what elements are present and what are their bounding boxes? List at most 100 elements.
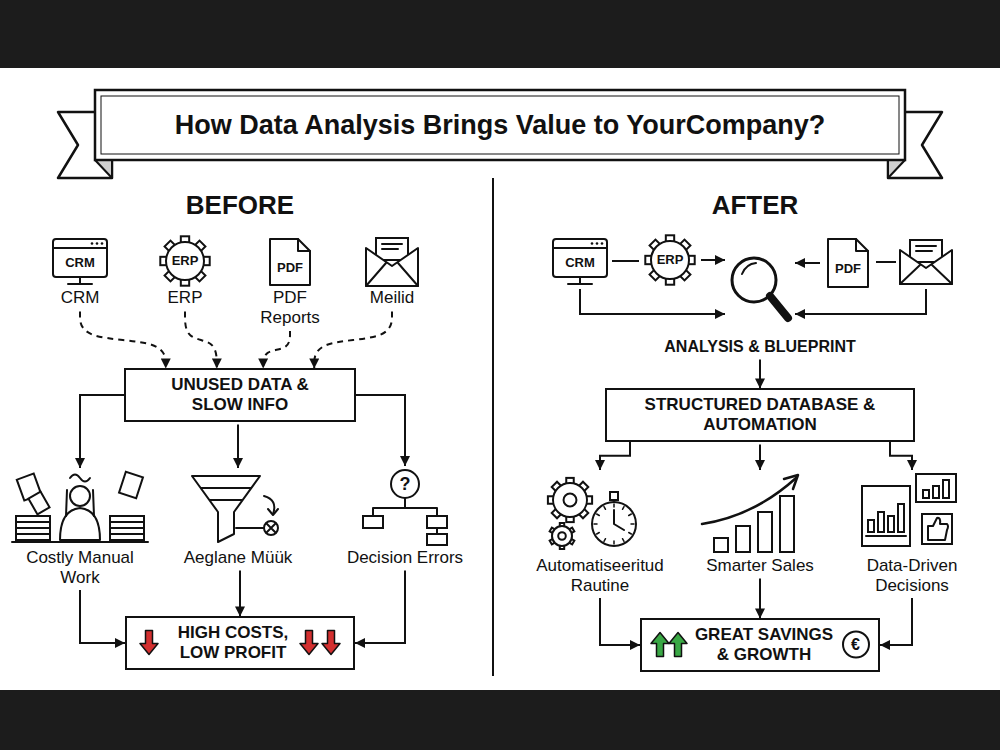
- watch-hands: [614, 510, 624, 530]
- tree-box: [363, 516, 383, 528]
- connector: [580, 289, 725, 314]
- down-arrow: [300, 631, 318, 655]
- icon-text: ERP: [140, 253, 230, 269]
- monitor-bar: [53, 247, 107, 249]
- node-label: Meilid: [347, 288, 437, 308]
- watch-tick: [629, 514, 632, 516]
- watch-tick: [613, 541, 615, 544]
- growth-arrow: [702, 478, 796, 524]
- node-label: Decision Errors: [330, 548, 480, 568]
- banner-fold: [888, 160, 905, 178]
- report-bar: [888, 516, 894, 532]
- mini-bar: [923, 490, 929, 498]
- title-text: How Data Analysis Brings Value to YourCo…: [95, 107, 905, 143]
- sales-bar: [736, 526, 750, 552]
- report-board: [862, 486, 910, 546]
- manual-icon: Costly Manual Work: [5, 468, 155, 587]
- section-heading: AFTER: [712, 191, 799, 220]
- report-bar: [868, 520, 874, 532]
- connector: [355, 571, 405, 643]
- connector: [880, 598, 912, 645]
- down-arrow: [140, 631, 158, 655]
- connector: [237, 425, 239, 468]
- question-circle: [391, 470, 419, 498]
- connector: [701, 259, 725, 261]
- icon-text: CRM: [35, 255, 125, 271]
- watch-tick: [623, 539, 625, 542]
- paper-stack: [110, 516, 144, 522]
- monitor-dot: [101, 242, 104, 245]
- monitor-dot: [601, 242, 604, 245]
- dashed-connector: [314, 312, 392, 369]
- gear-hole: [564, 494, 577, 507]
- node-label: PDF Reports: [245, 288, 335, 327]
- bottom-bar: [0, 690, 1000, 750]
- loss-mark: [264, 521, 278, 535]
- node-label: Aeglane Müük: [163, 548, 313, 568]
- gear-icon: ERP ERP: [140, 234, 230, 308]
- connector: [795, 289, 926, 314]
- icon-text: ERP: [639, 252, 701, 268]
- process-box: GREAT SAVINGS & GROWTH: [640, 618, 880, 671]
- flying-paper: [28, 492, 49, 515]
- gear-body: [552, 526, 572, 546]
- pdf-icon: PDF PDF Reports: [245, 236, 335, 327]
- connector: [80, 590, 125, 643]
- connector: [759, 579, 761, 619]
- page-fold: [298, 239, 310, 251]
- funnel-icon: Aeglane Müük: [163, 468, 313, 568]
- dashed-connector: [80, 312, 166, 369]
- process-box: HIGH COSTS, LOW PROFIT: [125, 616, 355, 669]
- funnel-lines: [201, 488, 251, 500]
- node-label: Data-Driven Decisions: [842, 556, 982, 595]
- box-text: HIGH COSTS, LOW PROFIT: [169, 623, 297, 662]
- monitor-icon: CRMCRM: [35, 236, 125, 308]
- monitor-dot: [91, 242, 94, 245]
- watch-tick: [597, 514, 600, 516]
- lens-handle: [770, 296, 788, 318]
- connector: [795, 262, 820, 264]
- report-bar: [878, 512, 884, 532]
- node-label: Smarter Sales: [690, 556, 830, 576]
- sales-bar: [714, 538, 728, 552]
- connector: [356, 395, 405, 466]
- monitor-dot: [591, 242, 594, 245]
- node-label: Automatiseeritud Rautine: [515, 556, 685, 595]
- gears-icon: Automatiseeritud Rautine: [515, 470, 685, 595]
- process-box: UNUSED DATA & SLOW INFO: [124, 368, 356, 421]
- monitor-dot: [596, 242, 599, 245]
- icon-art: [725, 250, 795, 330]
- watch-knob: [610, 492, 618, 500]
- monitor-bar: [553, 247, 607, 249]
- sales-bar: [780, 496, 794, 552]
- watch-tick: [604, 539, 606, 542]
- icon-art: [896, 238, 956, 286]
- growth-arrow-head: [784, 475, 798, 489]
- flying-paper: [119, 472, 143, 498]
- connector: [759, 359, 761, 388]
- euro-circle: [843, 632, 869, 658]
- box-text: UNUSED DATA & SLOW INFO: [166, 375, 314, 414]
- monitor-stand: [568, 277, 592, 284]
- connector: [876, 261, 896, 263]
- funnel: [192, 476, 260, 542]
- mini-bar: [943, 480, 949, 498]
- envelope-fold: [900, 265, 952, 284]
- question-mark: ?: [400, 475, 411, 495]
- icon-text: PDF: [245, 260, 335, 276]
- up-arrow: [669, 633, 687, 657]
- gear-icon: ERP: [639, 232, 701, 288]
- node-label: ERP: [140, 288, 230, 308]
- connector: [890, 442, 912, 470]
- divider-line: [492, 178, 494, 676]
- envelope: [900, 250, 952, 284]
- node-label: Costly Manual Work: [5, 548, 155, 587]
- icon-art: [163, 468, 313, 548]
- connector: [759, 445, 761, 470]
- top-bar: [0, 0, 1000, 68]
- bars-icon: Smarter Sales: [690, 470, 830, 576]
- lens-icon: ANALYSIS & BLUEPRINT: [725, 250, 795, 330]
- title-banner: [95, 90, 905, 160]
- paper-stack: [16, 516, 50, 522]
- watch-tick: [623, 507, 625, 510]
